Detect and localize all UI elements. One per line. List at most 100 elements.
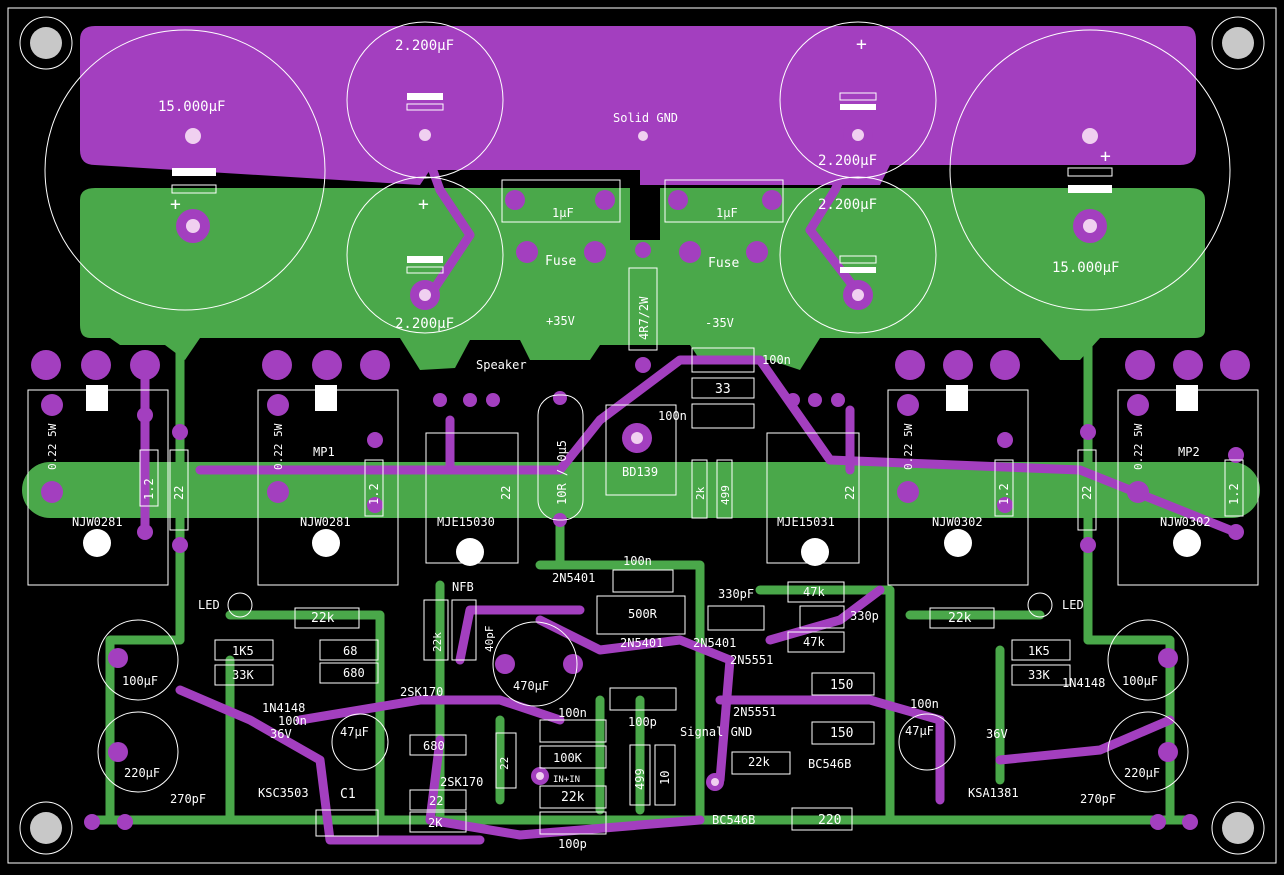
label-r-150-b: 150 xyxy=(830,726,853,741)
label-q-2n5401-b: 2N5401 xyxy=(620,636,663,650)
label-nfb: NFB xyxy=(452,580,474,594)
label-r-150-a: 150 xyxy=(830,678,853,693)
label-r-33k-right: 33K xyxy=(1028,668,1050,682)
label-d-1n4148-right: 1N4148 xyxy=(1062,676,1105,690)
label-plus-large-right: + xyxy=(1100,146,1111,167)
label-r-1p2-b: 1.2 xyxy=(367,483,381,505)
label-r-22-d: 22 xyxy=(1080,486,1094,500)
label-r-1k5-right: 1K5 xyxy=(1028,644,1050,658)
label-q-bd139: BD139 xyxy=(622,465,658,479)
capacitor-outlines xyxy=(44,21,1231,334)
ground-pour xyxy=(80,188,1205,370)
label-r-022-4: 0.22 5W xyxy=(1132,423,1145,470)
pads xyxy=(31,120,1250,830)
label-q-mje15030: MJE15030 xyxy=(437,515,495,529)
label-c-270pf-left: 270pF xyxy=(170,792,206,806)
label-cap-2200-br: 2.200µF xyxy=(818,197,877,213)
label-r-22-b2: 22 xyxy=(429,794,443,808)
label-r-10: 10 xyxy=(658,771,672,785)
label-c-470uf: 470µF xyxy=(513,679,549,693)
label-pot-500r: 500R xyxy=(628,607,658,621)
label-r-022-3: 0.22 5W xyxy=(902,423,915,470)
label-q-2n5551-b: 2N5551 xyxy=(733,705,776,719)
label-c-100n-left: 100n xyxy=(278,714,307,728)
label-r-1k5-left: 1K5 xyxy=(232,644,254,658)
label-c-100uf-left: 100µF xyxy=(122,674,158,688)
label-c-220uf-right: 220µF xyxy=(1124,766,1160,780)
labels: 15.000µF 15.000µF 2.200µF 2.200µF 2.200µ… xyxy=(46,34,1241,851)
label-q-2n5551-a: 2N5551 xyxy=(730,653,773,667)
label-c-100n-top: 100n xyxy=(762,353,791,367)
label-r-22k-nfb: 22k xyxy=(431,632,444,652)
label-q-bc546b-b: BC546B xyxy=(712,813,755,827)
label-r-499-b: 499 xyxy=(633,768,647,790)
label-c-100uf-right: 100µF xyxy=(1122,674,1158,688)
label-q-njw0281-b: NJW0281 xyxy=(300,515,351,529)
top-traces xyxy=(140,130,1235,845)
label-r-22k-right: 22k xyxy=(948,611,972,626)
label-fuse-left: Fuse xyxy=(545,254,576,269)
label-c-100n-right: 100n xyxy=(910,697,939,711)
board-outline xyxy=(7,7,1277,864)
label-r-4r7: 4R7/2W xyxy=(637,296,651,340)
label-r-2k-b: 2K xyxy=(428,816,443,830)
label-c-40pf: 40pF xyxy=(483,626,496,653)
label-r-1p2-c: 1.2 xyxy=(997,483,1011,505)
label-signal-gnd: Signal GND xyxy=(680,725,752,739)
label-c-270pf-right: 270pF xyxy=(1080,792,1116,806)
label-r-22k-d: 22k xyxy=(748,755,770,769)
label-r-33: 33 xyxy=(715,382,731,397)
label-cap-2200-tl: 2.200µF xyxy=(395,38,454,54)
label-cap-2200-bl: 2.200µF xyxy=(395,316,454,332)
label-cap-2200-tr: 2.200µF xyxy=(818,153,877,169)
capacitor-polarity-bars xyxy=(171,92,1113,274)
label-c-100n-b: 100n xyxy=(558,706,587,720)
label-cap-large-left: 15.000µF xyxy=(158,99,225,115)
top-power-pour xyxy=(80,26,1196,185)
label-c-330p: 330p xyxy=(850,609,879,623)
label-cap-1u-left: 1µF xyxy=(552,206,574,220)
label-r-022-2: 0.22 5W xyxy=(272,423,285,470)
label-r-33k-left: 33K xyxy=(232,668,254,682)
label-r-022-1: 0.22 5W xyxy=(46,423,59,470)
label-r-2k: 2k xyxy=(694,486,707,500)
label-c-100n-a: 100n xyxy=(623,554,652,568)
label-r-22-c: 22 xyxy=(843,486,857,500)
label-r-220: 220 xyxy=(818,813,841,828)
label-rail-pos: +35V xyxy=(546,314,575,328)
transistor-tabs xyxy=(83,385,1201,566)
label-c-47uf-right: 47µF xyxy=(905,724,934,738)
mounting-holes xyxy=(19,16,1265,855)
label-c1: C1 xyxy=(340,787,356,802)
label-mp1: MP1 xyxy=(313,445,335,459)
label-c-100p-b: 100p xyxy=(558,837,587,851)
label-r-1p2-a: 1.2 xyxy=(142,478,156,500)
label-q-mje15031: MJE15031 xyxy=(777,515,835,529)
label-led-left: LED xyxy=(198,598,220,612)
label-q-2sk170-b: 2SK170 xyxy=(440,775,483,789)
label-z-36v-right: 36V xyxy=(986,727,1008,741)
label-rail-neg: -35V xyxy=(705,316,734,330)
label-solid-gnd: Solid GND xyxy=(613,111,678,125)
label-r-22-b: 22 xyxy=(499,486,513,500)
label-r-499-top: 499 xyxy=(719,485,732,505)
label-c-330pf: 330pF xyxy=(718,587,754,601)
label-q-2sk170-a: 2SK170 xyxy=(400,685,443,699)
label-d-1n4148-left: 1N4148 xyxy=(262,701,305,715)
label-plus-large-left: + xyxy=(170,194,181,215)
label-z-36v-left: 36V xyxy=(270,727,292,741)
label-q-2n5401-c: 2N5401 xyxy=(693,636,736,650)
label-q-njw0281-a: NJW0281 xyxy=(72,515,123,529)
label-in: IN+IN xyxy=(553,775,580,785)
label-q-ksa1381: KSA1381 xyxy=(968,786,1019,800)
label-mp2: MP2 xyxy=(1178,445,1200,459)
label-r-100k: 100K xyxy=(553,751,583,765)
label-cap-large-right: 15.000µF xyxy=(1052,260,1119,276)
label-r-47k-b: 47k xyxy=(803,635,825,649)
label-r-68-left: 68 xyxy=(343,644,357,658)
label-r-47k-a: 47k xyxy=(803,585,825,599)
label-r-680-left: 680 xyxy=(343,666,365,680)
label-plus-tr: + xyxy=(856,34,867,55)
